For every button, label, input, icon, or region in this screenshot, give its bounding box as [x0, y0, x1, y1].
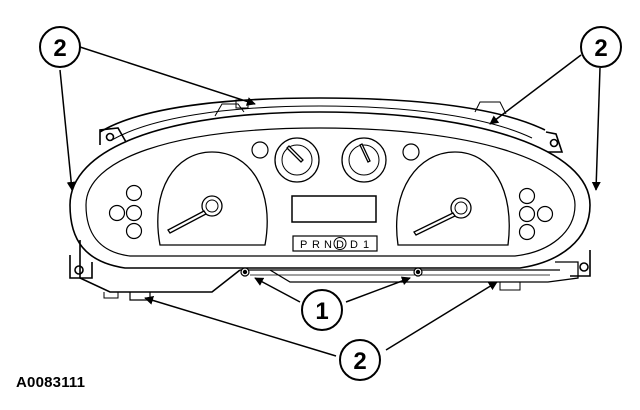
svg-text:2: 2: [53, 35, 66, 62]
callout-bottom-center: 2: [339, 339, 381, 381]
speedometer-needle: [167, 210, 207, 234]
gear-r: R: [312, 239, 320, 251]
temperature-gauge: [341, 137, 387, 183]
figure-id: A0083111: [16, 374, 86, 391]
gear-p: P: [300, 239, 307, 251]
tachometer-needle: [413, 212, 456, 236]
svg-text:1: 1: [315, 298, 328, 325]
callout-top-left: 2: [39, 26, 81, 68]
gear-d: D: [336, 239, 344, 251]
gear-indicator: P R N D D 1: [292, 235, 378, 252]
leader-arrows: [59, 46, 601, 357]
callout-mounting-screws: 1: [301, 289, 343, 331]
cluster-housing: [69, 97, 591, 301]
warning-lamps: [108, 141, 554, 241]
mounting-screws: [240, 267, 423, 277]
svg-text:2: 2: [594, 35, 607, 62]
speedometer-gauge: [157, 151, 268, 246]
odometer-display: [291, 195, 377, 223]
svg-text:2: 2: [353, 348, 366, 375]
callout-top-right: 2: [580, 26, 622, 68]
fuel-gauge-needle: [286, 145, 304, 163]
temperature-gauge-needle: [359, 143, 371, 163]
gear-n: N: [324, 239, 332, 251]
gear-1: 1: [363, 239, 369, 251]
fuel-gauge: [274, 137, 320, 183]
tachometer-gauge: [396, 151, 510, 246]
gear-d2: D: [350, 239, 358, 251]
